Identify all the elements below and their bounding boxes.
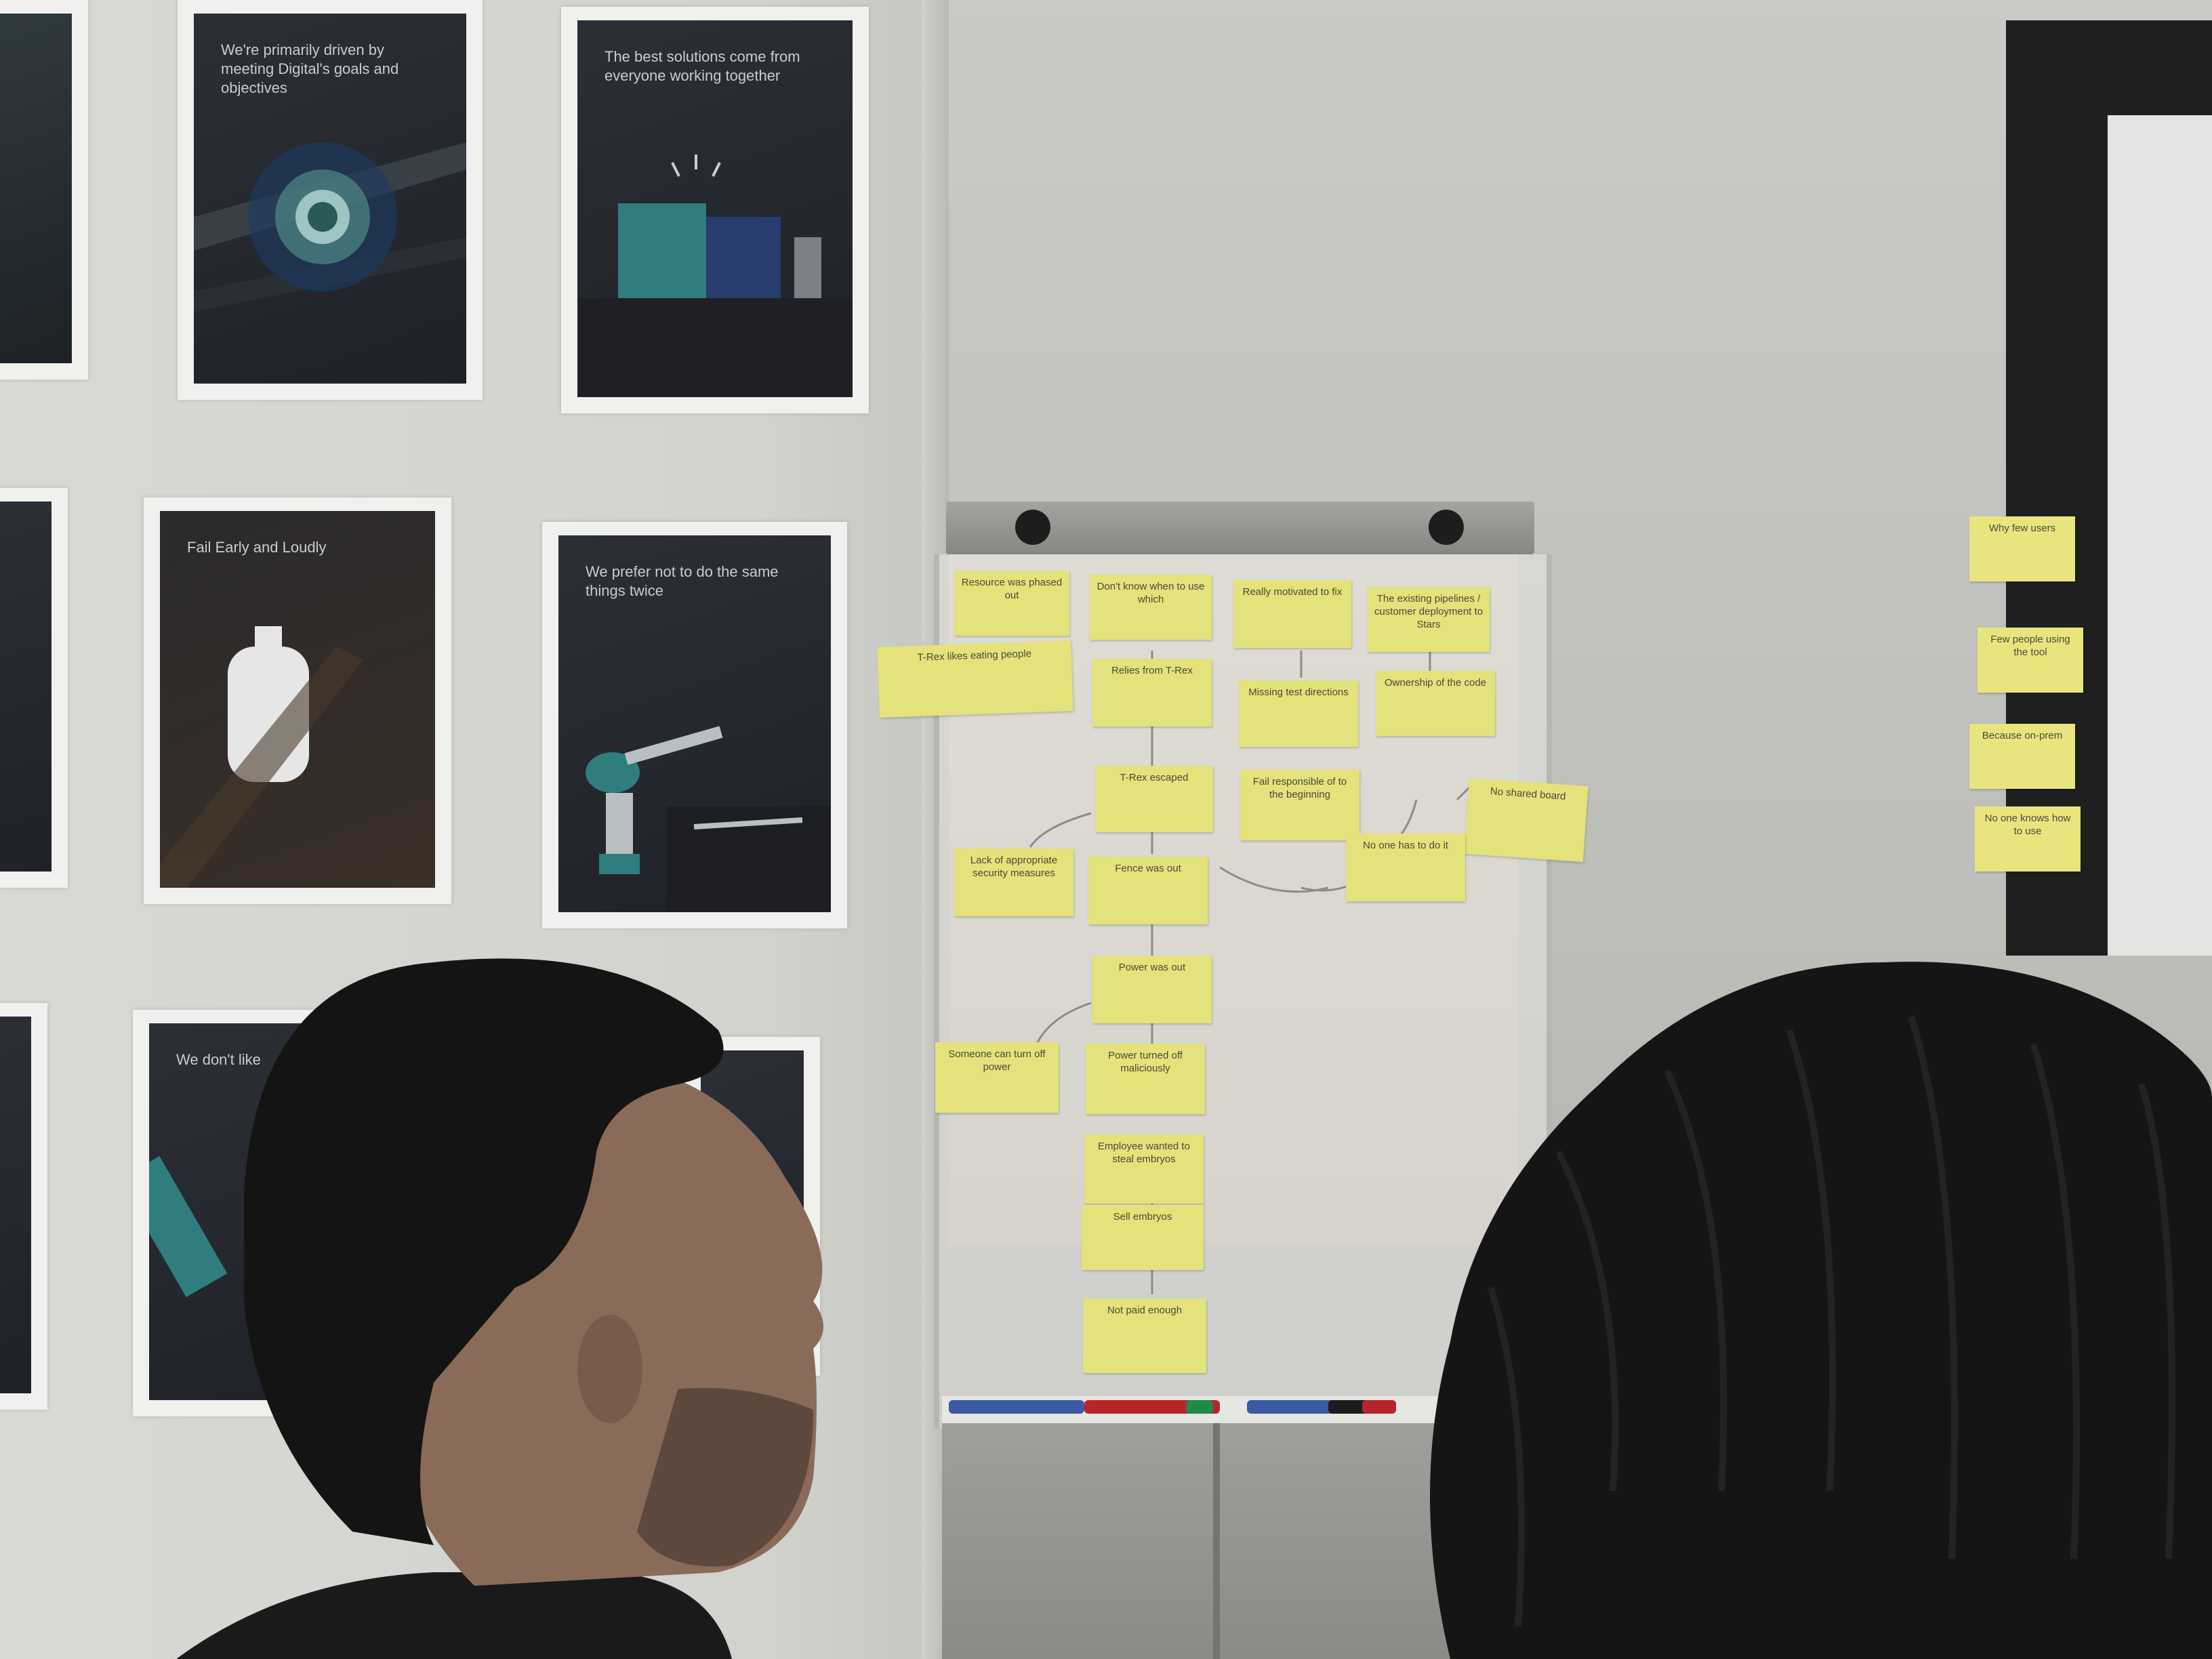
sticky-note: Fence was out: [1088, 857, 1208, 924]
sticky-note: Someone can turn off power: [935, 1042, 1059, 1113]
poster-driven-by-goals: We're primarily driven by meeting Digita…: [178, 0, 483, 400]
whiteboard-surface: [2108, 115, 2212, 956]
poster-best-solutions: The best solutions come from everyone wo…: [561, 7, 869, 413]
poster-illustration: [194, 142, 466, 312]
sticky-note-side: Few people using the tool: [1978, 628, 2083, 693]
poster-illustration: [586, 726, 831, 912]
sticky-note-side: No one knows how to use: [1975, 806, 2081, 872]
sticky-note: No one has to do it: [1346, 834, 1465, 901]
sticky-note: Resource was phased out: [954, 571, 1069, 636]
sticky-note: Missing test directions: [1239, 680, 1358, 747]
poster-fail-early: Fail Early and Loudly: [144, 497, 451, 904]
sticky-note: The existing pipelines / customer deploy…: [1368, 587, 1490, 652]
sticky-note-side: Why few users: [1969, 516, 2075, 581]
sticky-note: Power was out: [1092, 956, 1212, 1023]
marker: [1186, 1400, 1213, 1414]
marker: [1362, 1400, 1396, 1414]
flipchart-clamp-bar: [946, 501, 1534, 554]
poster-text: The best solutions come from everyone wo…: [605, 48, 800, 84]
poster-partial-top: [0, 0, 88, 380]
clamp-knob-right: [1429, 510, 1464, 545]
sticky-note: Not paid enough: [1083, 1298, 1206, 1373]
sticky-note: Ownership of the code: [1376, 671, 1495, 736]
sticky-note: Relies from T-Rex: [1092, 659, 1212, 726]
poster-same-things-twice: We prefer not to do the same things twic…: [542, 522, 847, 928]
sticky-note: Employee wanted to steal embryos: [1084, 1134, 1204, 1204]
poster-partial-bottom: [0, 1003, 47, 1410]
poster-text: We don't like: [176, 1051, 261, 1068]
sticky-note-side: Because on-prem: [1969, 724, 2075, 789]
poster-illustration: [577, 155, 853, 397]
poster-illustration: [160, 626, 363, 888]
flipchart-stand: [942, 1423, 1525, 1659]
sticky-note: Really motivated to fix: [1233, 580, 1351, 648]
sticky-note: Fail responsible of to the beginning: [1240, 770, 1359, 840]
stand-seam: [1213, 1423, 1220, 1659]
poster-text: Fail Early and Loudly: [187, 539, 327, 556]
sticky-note: Don't know when to use which: [1090, 575, 1212, 640]
clamp-knob-left: [1015, 510, 1050, 545]
sticky-note: Power turned off maliciously: [1086, 1044, 1205, 1114]
sticky-note: Lack of appropriate security measures: [954, 848, 1073, 916]
marker: [949, 1400, 1084, 1414]
sticky-note: T-Rex escaped: [1095, 766, 1213, 832]
poster-text: We're primarily driven by meeting Digita…: [221, 41, 399, 96]
poster-partial-middle: [0, 488, 68, 888]
poster-text: We prefer not to do the same things twic…: [586, 563, 779, 599]
poster-illustration: [149, 1155, 228, 1298]
sticky-note: Sell embryos: [1082, 1205, 1204, 1270]
